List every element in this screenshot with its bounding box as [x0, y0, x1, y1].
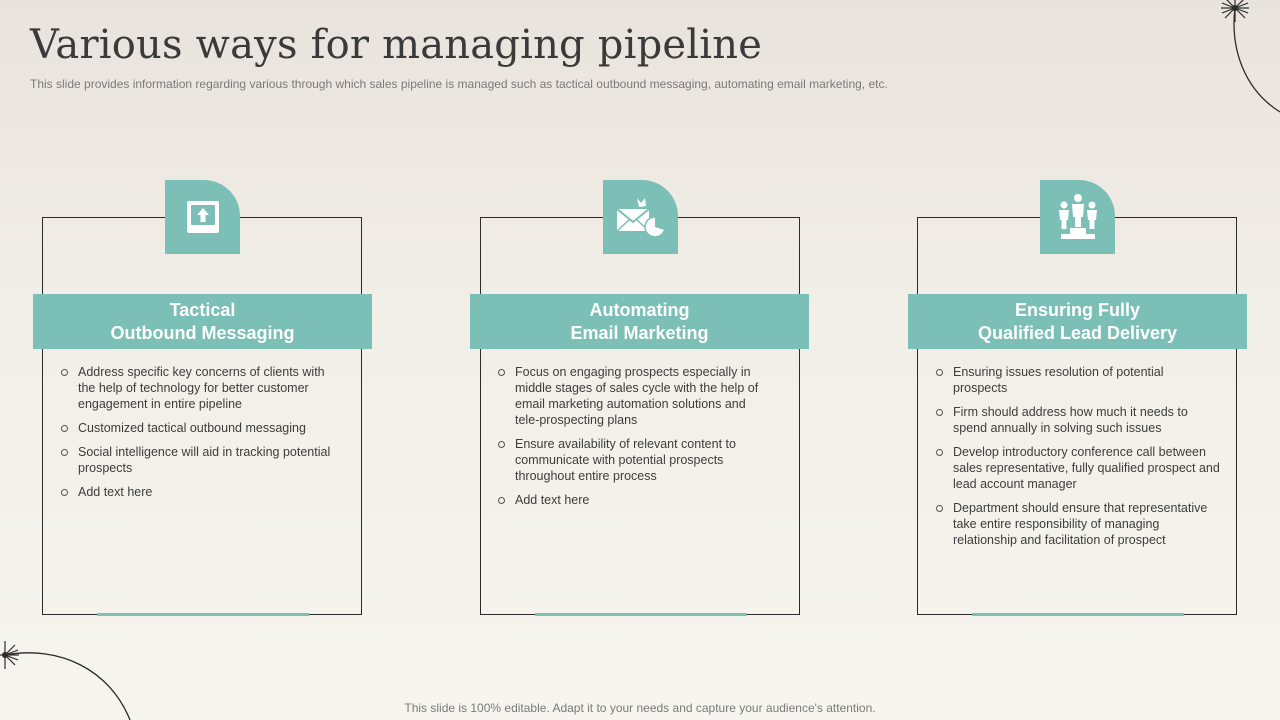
- list-item: Customized tactical outbound messaging: [61, 420, 331, 436]
- card-heading-line1: Automating: [589, 299, 690, 320]
- card-heading-line1: Tactical: [169, 299, 236, 320]
- upload-tray-icon: [186, 201, 219, 233]
- list-item: Firm should address how much it needs to…: [936, 404, 1221, 436]
- card-bottom-accent: [97, 613, 309, 616]
- card-bottom-accent: [535, 613, 747, 616]
- list-item: Social intelligence will aid in tracking…: [61, 444, 331, 476]
- list-item: Ensuring issues resolution of potential …: [936, 364, 1221, 396]
- slide-footer: This slide is 100% editable. Adapt it to…: [404, 701, 876, 715]
- list-item: Add text here: [498, 492, 773, 508]
- people-podium-icon: [1058, 194, 1097, 239]
- bottom-left-dandelion-decoration: [0, 641, 131, 720]
- card-heading-band: Automating Email Marketing: [470, 294, 809, 349]
- list-item: Focus on engaging prospects especially i…: [498, 364, 773, 428]
- card-heading-line2: Outbound Messaging: [110, 322, 295, 343]
- list-item: Ensure availability of relevant content …: [498, 436, 773, 484]
- list-item: Develop introductory conference call bet…: [936, 444, 1221, 492]
- slide-title: Various ways for managing pipeline: [30, 22, 763, 68]
- card-heading-line2: Email Marketing: [570, 322, 709, 343]
- card-bullet-list: Focus on engaging prospects especially i…: [498, 364, 773, 516]
- card-bottom-accent: [972, 613, 1184, 616]
- card-heading-line1: Ensuring Fully: [1014, 299, 1140, 320]
- email-chart-icon: [615, 198, 666, 238]
- slide-subtitle: This slide provides information regardin…: [30, 77, 888, 91]
- card-bullet-list: Address specific key concerns of clients…: [61, 364, 331, 508]
- card-icon-tab: [165, 180, 240, 254]
- list-item: Address specific key concerns of clients…: [61, 364, 331, 412]
- card-bullet-list: Ensuring issues resolution of potential …: [936, 364, 1221, 556]
- card-icon-tab: [603, 180, 678, 254]
- card-heading-band: Tactical Outbound Messaging: [33, 294, 372, 349]
- list-item: Department should ensure that representa…: [936, 500, 1221, 548]
- card-heading-band: Ensuring Fully Qualified Lead Delivery: [908, 294, 1247, 349]
- card-heading-line2: Qualified Lead Delivery: [977, 322, 1178, 343]
- top-right-dandelion-decoration: [1221, 0, 1280, 113]
- list-item: Add text here: [61, 484, 331, 500]
- card-icon-tab: [1040, 180, 1115, 254]
